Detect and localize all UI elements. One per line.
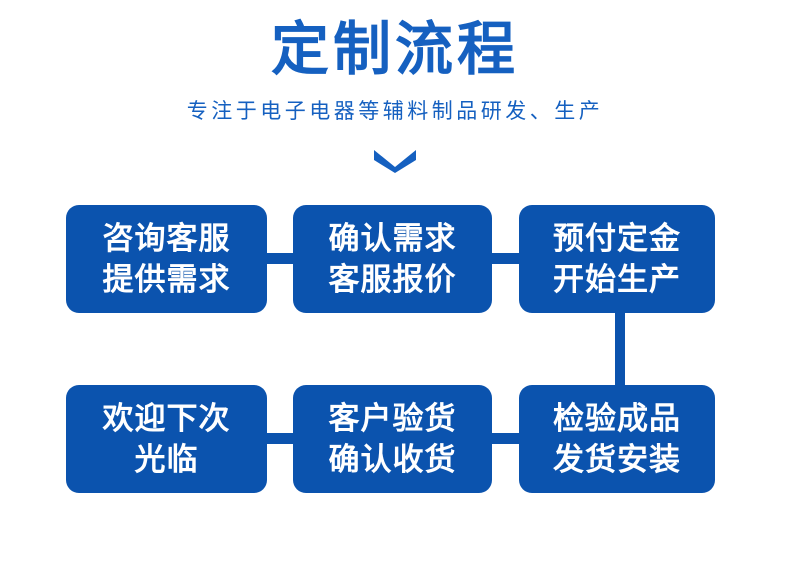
step-box-4[interactable]: 检验成品 发货安装: [519, 385, 715, 493]
step-box-5[interactable]: 客户验货 确认收货: [293, 385, 492, 493]
step-box-3[interactable]: 预付定金 开始生产: [519, 205, 715, 313]
process-row-2: 欢迎下次 光临 客户验货 确认收货 检验成品 发货安装: [66, 385, 715, 493]
step-4-line-1: 检验成品: [553, 401, 681, 436]
page-subtitle: 专注于电子电器等辅料制品研发、生产: [186, 100, 604, 123]
step-2-line-2: 客服报价: [328, 262, 457, 297]
step-6-line-2: 光临: [134, 442, 199, 477]
process-row-1: 咨询客服 提供需求 确认需求 客服报价 预付定金 开始生产: [66, 205, 715, 313]
page-title: 定制流程: [270, 17, 519, 82]
step-2-line-1: 确认需求: [328, 221, 457, 256]
process-flow: 咨询客服 提供需求 确认需求 客服报价 预付定金 开始生产 欢迎下次 光临 客户…: [66, 205, 715, 495]
connector-step5-step4: [487, 433, 524, 444]
step-1-line-1: 咨询客服: [102, 221, 231, 256]
step-box-1[interactable]: 咨询客服 提供需求: [66, 205, 267, 313]
step-4-line-2: 发货安装: [553, 442, 681, 477]
connector-step1-step2: [262, 253, 298, 264]
step-box-2[interactable]: 确认需求 客服报价: [293, 205, 492, 313]
step-5-line-1: 客户验货: [328, 401, 457, 436]
connector-step2-step3: [487, 253, 524, 264]
connector-step3-step4: [615, 305, 625, 393]
chevron-down-icon: [0, 144, 790, 176]
header: 定制流程 专注于电子电器等辅料制品研发、生产: [0, 0, 790, 126]
connector-step6-step5: [262, 433, 298, 444]
step-box-6[interactable]: 欢迎下次 光临: [66, 385, 267, 493]
step-5-line-2: 确认收货: [328, 442, 457, 477]
step-3-line-1: 预付定金: [553, 221, 681, 256]
step-1-line-2: 提供需求: [102, 262, 231, 297]
step-3-line-2: 开始生产: [553, 262, 681, 297]
step-6-line-1: 欢迎下次: [102, 401, 231, 436]
